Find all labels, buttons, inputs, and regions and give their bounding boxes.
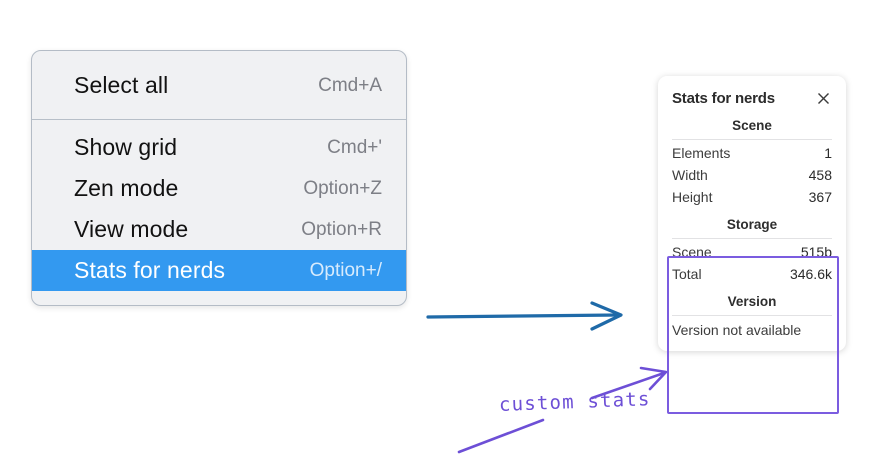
- menu-item-label: Show grid: [74, 134, 178, 160]
- menu-item-label: Select all: [74, 72, 169, 98]
- stats-panel-titlebar: Stats for nerds: [658, 86, 846, 109]
- menu-item-show-grid[interactable]: Show grid Cmd+': [32, 127, 406, 168]
- stats-row-key: Height: [672, 189, 713, 205]
- stats-section-version: Version Version not available: [672, 285, 832, 339]
- stats-panel-body: Scene Elements 1 Width 458 Height 367 St…: [658, 109, 846, 339]
- section-divider: [672, 238, 832, 239]
- stats-section-scene: Scene Elements 1 Width 458 Height 367: [672, 109, 832, 208]
- menu-item-label: Zen mode: [74, 175, 179, 201]
- stats-row-key: Elements: [672, 145, 731, 161]
- menu-item-shortcut: Cmd+A: [318, 74, 382, 96]
- context-menu[interactable]: Select all Cmd+A Show grid Cmd+' Zen mod…: [31, 50, 407, 306]
- stats-row: Height 367: [672, 186, 832, 208]
- stats-row: Scene 515b: [672, 241, 832, 263]
- stats-row-key: Total: [672, 266, 702, 282]
- stats-row-value: 346.6k: [789, 266, 832, 282]
- purple-callout-arrow: [590, 366, 668, 400]
- stats-row: Width 458: [672, 164, 832, 186]
- section-divider: [672, 139, 832, 140]
- menu-item-shortcut: Option+R: [301, 218, 382, 240]
- stats-panel-title: Stats for nerds: [672, 90, 775, 107]
- section-divider: [672, 315, 832, 316]
- menu-item-label: View mode: [74, 216, 189, 242]
- blue-flow-arrow: [426, 301, 623, 331]
- menu-item-select-all[interactable]: Select all Cmd+A: [32, 65, 406, 106]
- stats-section-storage: Storage Scene 515b Total 346.6k: [672, 208, 832, 285]
- menu-item-stats-for-nerds[interactable]: Stats for nerds Option+/: [32, 250, 406, 291]
- stats-row-value: 515b: [800, 244, 832, 260]
- stats-section-heading: Scene: [732, 118, 772, 133]
- menu-item-shortcut: Option+/: [309, 259, 382, 281]
- menu-item-shortcut: Cmd+': [327, 136, 382, 158]
- menu-item-zen-mode[interactable]: Zen mode Option+Z: [32, 168, 406, 209]
- stats-row: Elements 1: [672, 142, 832, 164]
- stats-row: Total 346.6k: [672, 263, 832, 285]
- context-menu-section-view: Show grid Cmd+' Zen mode Option+Z View m…: [32, 120, 406, 305]
- context-menu-section-primary: Select all Cmd+A: [32, 51, 406, 119]
- menu-item-view-mode[interactable]: View mode Option+R: [32, 209, 406, 250]
- stats-row-value: 458: [808, 167, 832, 183]
- purple-underline-stroke: [457, 418, 545, 454]
- menu-item-label: Stats for nerds: [74, 257, 226, 283]
- handwritten-custom-stats-label: custom stats: [498, 388, 651, 416]
- stats-row-value: 1: [824, 145, 832, 161]
- stats-row-key: Width: [672, 167, 708, 183]
- close-icon[interactable]: [815, 90, 832, 107]
- menu-item-shortcut: Option+Z: [303, 177, 382, 199]
- stats-section-heading: Version: [727, 294, 777, 309]
- version-not-available-text: Version not available: [672, 322, 802, 338]
- menu-separator: [32, 119, 406, 120]
- stats-for-nerds-panel[interactable]: Stats for nerds Scene Elements 1 Width 4…: [658, 76, 846, 351]
- stats-section-heading: Storage: [726, 217, 778, 232]
- stats-row-value: 367: [808, 189, 832, 205]
- stats-row-key: Scene: [672, 244, 712, 260]
